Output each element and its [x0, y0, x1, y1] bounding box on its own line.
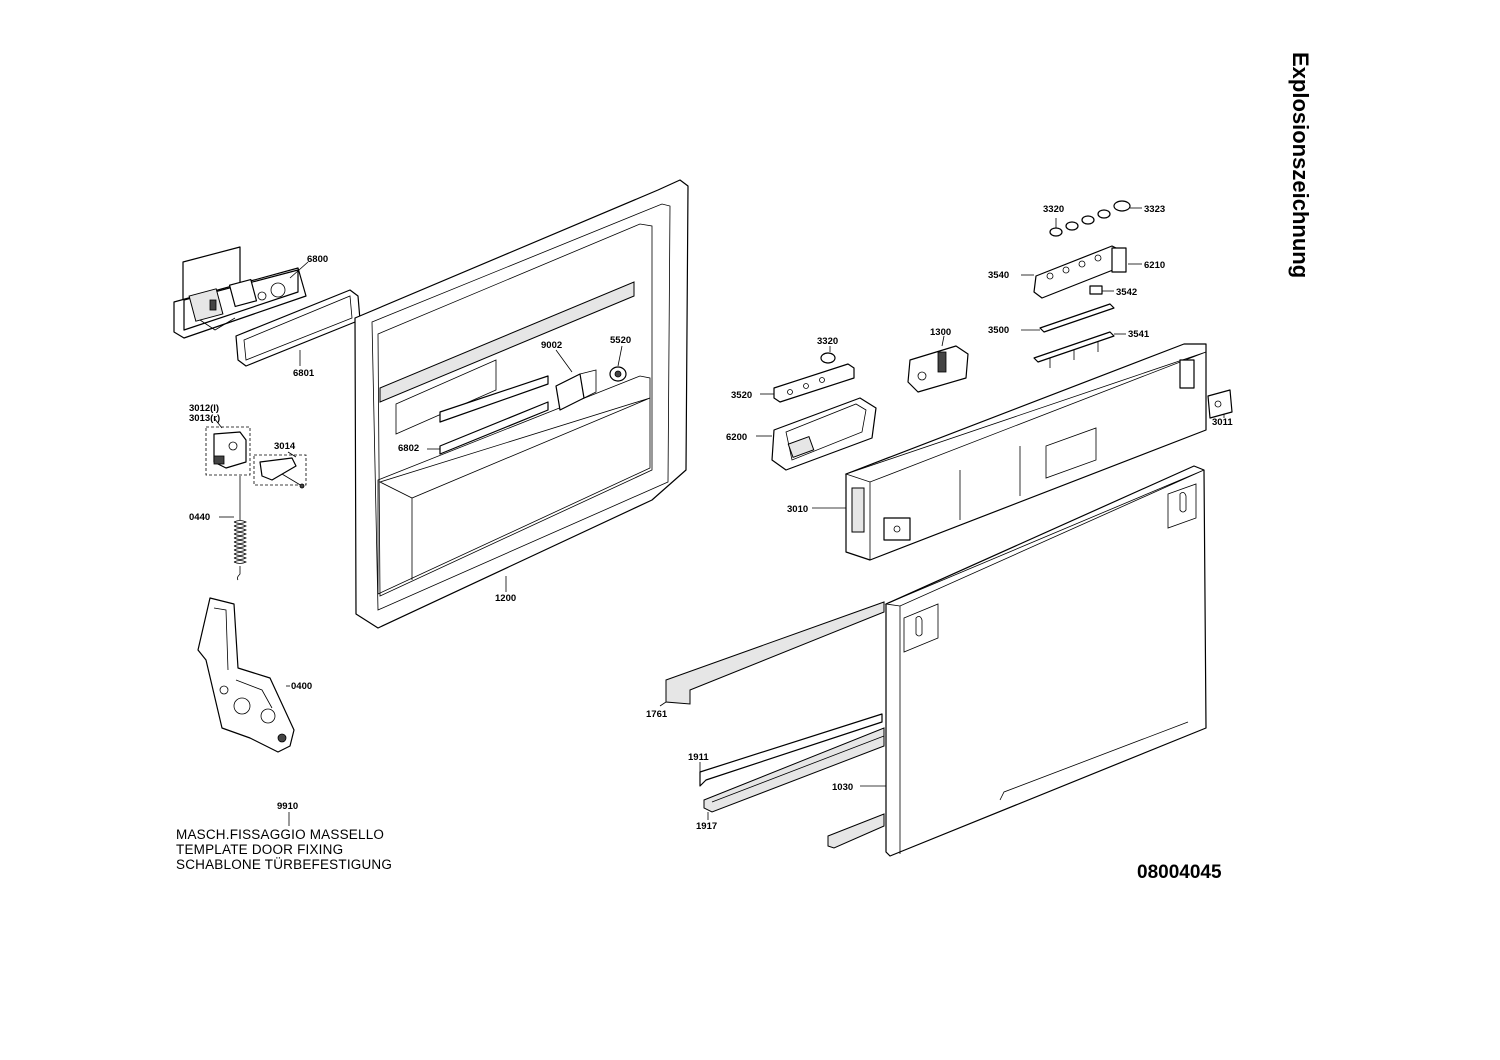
label-1200: 1200 — [495, 593, 516, 604]
part-9002 — [555, 349, 597, 411]
label-3013: 3013(r) — [189, 413, 220, 424]
door-lock-assembly — [173, 246, 307, 339]
label-3323: 3323 — [1144, 204, 1165, 215]
label-3542: 3542 — [1116, 287, 1137, 298]
label-1911: 1911 — [688, 752, 709, 763]
bar-3541 — [1033, 331, 1126, 368]
label-5520: 5520 — [610, 335, 631, 346]
label-3012: 3012(l) — [189, 403, 219, 414]
rail-1911 — [699, 713, 883, 787]
note-line-italian: MASCH.FISSAGGIO MASSELLO — [176, 827, 385, 842]
part-5520 — [609, 345, 627, 382]
hinge-bracket-3012 — [205, 417, 251, 476]
part-3542 — [1089, 285, 1114, 295]
label-3320-top: 3320 — [1043, 204, 1064, 215]
hinge-0400 — [197, 597, 295, 753]
label-3010: 3010 — [787, 504, 808, 515]
label-1761: 1761 — [646, 709, 668, 720]
label-6200: 6200 — [726, 432, 747, 443]
label-0400: 0400 — [291, 681, 312, 692]
label-9002: 9002 — [541, 340, 562, 351]
drawing-title: Explosionszeichnung — [1288, 52, 1313, 279]
outer-door-1030 — [860, 465, 1207, 857]
label-3011: 3011 — [1212, 417, 1233, 428]
label-6801: 6801 — [293, 368, 315, 379]
bracket-3011 — [1207, 389, 1233, 419]
document-number: 08004045 — [1137, 862, 1222, 883]
bracket-3014 — [253, 451, 307, 489]
note-line-english: TEMPLATE DOOR FIXING — [176, 842, 344, 857]
label-6210: 6210 — [1144, 260, 1165, 271]
rail-1917 — [703, 727, 885, 820]
module-6200 — [756, 397, 877, 471]
bar-3540 — [1021, 245, 1142, 299]
bar-3520 — [760, 363, 855, 403]
label-3014: 3014 — [274, 441, 296, 452]
label-1917: 1917 — [696, 821, 717, 832]
label-3520: 3520 — [731, 390, 752, 401]
label-6802: 6802 — [398, 443, 419, 454]
label-3500: 3500 — [988, 325, 1009, 336]
note-line-german: SCHABLONE TÜRBEFESTIGUNG — [176, 857, 393, 872]
template-note: MASCH.FISSAGGIO MASSELLO TEMPLATE DOOR F… — [176, 827, 392, 872]
button-3320b — [820, 346, 836, 364]
foam-strip-1761 — [659, 601, 885, 707]
inner-door-1200 — [354, 179, 689, 629]
label-9910: 9910 — [277, 801, 298, 812]
foam-strip-lower — [827, 813, 885, 849]
label-3320-lower: 3320 — [817, 336, 838, 347]
label-1030: 1030 — [832, 782, 853, 793]
label-6800: 6800 — [307, 254, 328, 265]
spring-0440 — [219, 476, 247, 581]
buttons-3320 — [1049, 200, 1142, 237]
label-3540: 3540 — [988, 270, 1009, 281]
control-panel-3010 — [812, 343, 1207, 561]
board-3500 — [1021, 303, 1115, 333]
label-3541: 3541 — [1128, 329, 1150, 340]
label-1300: 1300 — [930, 327, 951, 338]
label-0440: 0440 — [189, 512, 210, 523]
switch-1300 — [907, 335, 969, 393]
